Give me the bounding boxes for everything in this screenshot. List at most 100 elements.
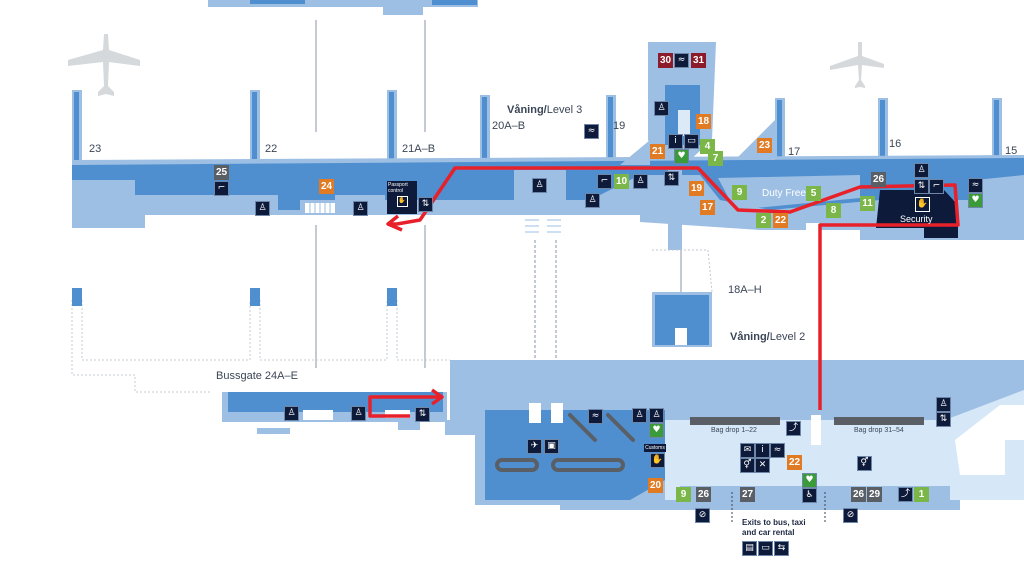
meeting-point-icon[interactable]: ✕ (755, 458, 770, 473)
restroom-icon[interactable]: ⚥ (740, 458, 755, 473)
information-icon[interactable]: i (755, 443, 770, 458)
security-icon[interactable]: ✋ (915, 197, 930, 212)
elevator-icon[interactable]: ⇅ (914, 179, 929, 194)
badge-26[interactable]: 26 (871, 172, 886, 187)
lounge-icon[interactable]: ≈ (588, 409, 603, 424)
restroom-icon[interactable]: ♙ (632, 408, 647, 423)
badge-20[interactable]: 20 (648, 478, 663, 493)
lounge-icon[interactable]: ≈ (584, 124, 599, 139)
level3-suffix: Level 3 (546, 104, 583, 116)
restroom-icon[interactable]: ♙ (351, 406, 366, 421)
gate-19-label: 19 (613, 120, 626, 132)
badge-26-right[interactable]: 26 (851, 487, 866, 502)
customs-label: Customs (645, 445, 665, 451)
duty-free-label: Duty Free (762, 188, 806, 199)
restroom-icon[interactable]: ♙ (633, 174, 648, 189)
exit-arrows (731, 492, 826, 522)
badge-17[interactable]: 17 (700, 200, 715, 215)
badge-31[interactable]: 31 (691, 53, 706, 68)
baggage-icon[interactable]: ▣ (544, 439, 559, 454)
gate-17-label: 17 (788, 146, 801, 158)
gate-23-label: 23 (89, 143, 102, 155)
badge-7[interactable]: 7 (708, 151, 723, 166)
airplane-icon (830, 42, 884, 88)
escalator-icon[interactable]: ⤴ (786, 421, 801, 436)
passport-label-1: Passport (388, 182, 408, 188)
badge-22-lower[interactable]: 22 (787, 455, 802, 470)
badge-2[interactable]: 2 (756, 213, 771, 228)
badge-27[interactable]: 27 (740, 487, 755, 502)
badge-5[interactable]: 5 (806, 186, 821, 201)
elevator-icon[interactable]: ⇅ (418, 197, 433, 212)
gate-18-room (652, 249, 713, 347)
restroom-icon[interactable]: ♙ (532, 178, 547, 193)
no-smoking-icon[interactable]: ⊘ (843, 508, 858, 523)
badge-22[interactable]: 22 (773, 213, 788, 228)
passport-control: Passport control ✋ (387, 181, 417, 214)
lounge-icon[interactable]: ≈ (674, 53, 689, 68)
restroom-icon[interactable]: ♙ (284, 406, 299, 421)
wheelchair-icon[interactable]: ♿ (802, 488, 817, 503)
first-aid-icon[interactable]: ♥ (649, 423, 664, 438)
restroom-icon[interactable]: ♙ (914, 163, 929, 178)
smoking-icon[interactable]: ⌐ (214, 181, 229, 196)
badge-23[interactable]: 23 (757, 138, 772, 153)
restroom-icon[interactable]: ♙ (585, 193, 600, 208)
upper-level-strip (208, 0, 478, 15)
smoking-icon[interactable]: ⌐ (597, 174, 612, 189)
gate-18-label: 18A–H (728, 284, 762, 296)
customs-icon[interactable]: ✋ (650, 453, 665, 468)
car-rental-icon[interactable]: ⇆ (774, 541, 789, 556)
lounge-icon[interactable]: ≈ (770, 443, 785, 458)
bus-gate-label: Bussgate 24A–E (216, 370, 298, 382)
badge-9-lower[interactable]: 9 (676, 487, 691, 502)
gate-16-label: 16 (889, 138, 902, 150)
level2-label: Våning/Level 2 (730, 331, 805, 343)
taxi-icon[interactable]: ▭ (758, 541, 773, 556)
restroom-icon[interactable]: ♙ (649, 408, 664, 423)
badge-24[interactable]: 24 (319, 179, 334, 194)
smoking-icon[interactable]: ⌐ (929, 179, 944, 194)
bus-icon[interactable]: ▤ (742, 541, 757, 556)
badge-30[interactable]: 30 (658, 53, 673, 68)
level3-prefix: Våning/ (507, 104, 547, 116)
no-smoking-icon[interactable]: ⊘ (695, 508, 710, 523)
badge-1[interactable]: 1 (914, 487, 929, 502)
monitor-icon[interactable]: ▭ (684, 134, 699, 149)
badge-25[interactable]: 25 (214, 165, 229, 180)
restroom-icon[interactable]: ♙ (936, 397, 951, 412)
restroom-icon[interactable]: ♙ (255, 201, 270, 216)
first-aid-icon[interactable]: ♥ (802, 473, 817, 488)
badge-8[interactable]: 8 (826, 203, 841, 218)
gate-21-label: 21A–B (402, 143, 436, 155)
restroom-icon[interactable]: ⚥ (857, 456, 872, 471)
badge-19[interactable]: 19 (689, 181, 704, 196)
badge-18[interactable]: 18 (696, 114, 711, 129)
level2-pier-heads (72, 288, 397, 306)
elevator-icon[interactable]: ⇅ (664, 171, 679, 186)
badge-29[interactable]: 29 (867, 487, 882, 502)
information-icon[interactable]: i (668, 134, 683, 149)
restroom-icon[interactable]: ♙ (654, 101, 669, 116)
level2-suffix: Level 2 (769, 331, 806, 343)
bag-drop-1-label: Bag drop 1–22 (711, 427, 757, 434)
badge-9[interactable]: 9 (732, 185, 747, 200)
elevator-icon[interactable]: ⇅ (936, 412, 951, 427)
badge-26-lower[interactable]: 26 (696, 487, 711, 502)
restroom-icon[interactable]: ♙ (353, 201, 368, 216)
airplane-icon[interactable]: ✈ (527, 439, 542, 454)
first-aid-icon[interactable]: ♥ (968, 193, 983, 208)
security-label: Security (900, 214, 933, 224)
escalator-icon[interactable]: ⤴ (898, 487, 913, 502)
gate-22-label: 22 (265, 143, 278, 155)
badge-21[interactable]: 21 (650, 144, 665, 159)
badge-11[interactable]: 11 (860, 196, 875, 211)
first-aid-icon[interactable]: ♥ (674, 149, 689, 164)
badge-10[interactable]: 10 (614, 174, 629, 189)
elevator-icon[interactable]: ⇅ (415, 407, 430, 422)
mail-icon[interactable]: ✉ (740, 443, 755, 458)
lounge-icon[interactable]: ≈ (968, 178, 983, 193)
exits-label-1: Exits to bus, taxi (742, 518, 806, 527)
badge-4[interactable]: 4 (700, 139, 715, 154)
